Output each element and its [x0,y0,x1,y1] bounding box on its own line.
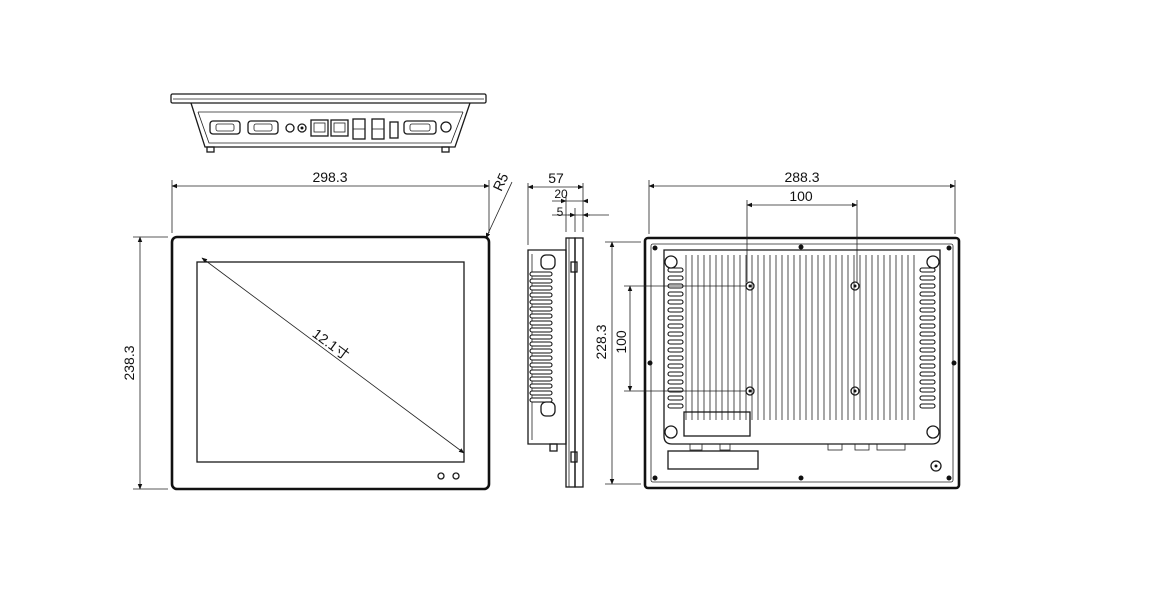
side-fin [919,347,936,353]
side-fin [667,267,684,273]
front-view: 12.1寸 298.3 238.3 R5 [121,169,513,491]
side-fin [919,275,936,281]
heatsink-fin [529,313,553,319]
corner-radius-label: R5 [489,170,511,193]
heatsink-fin [529,341,553,347]
heatsink-fin [529,306,553,312]
side-fin [667,379,684,385]
vesa-vertical-label: 100 [613,330,629,354]
side-fin [919,291,936,297]
heatsink-fin [529,390,553,396]
heatsink-fin [529,369,553,375]
side-fin [919,283,936,289]
back-height-label: 228.3 [593,324,609,359]
heatsink-fin [529,376,553,382]
side-heatsink-fins [529,271,553,403]
side-fin [667,315,684,321]
side-fin [667,275,684,281]
side-fin [667,307,684,313]
side-fin [667,299,684,305]
ground-icon [930,460,942,472]
heatsink-fin [529,327,553,333]
expansion-slot [667,450,759,470]
side-fin [667,371,684,377]
indicator-led-2 [452,472,460,480]
side-fin [919,371,936,377]
side-fin [919,339,936,345]
side-fin [919,403,936,409]
heatsink-fin [529,320,553,326]
heatsink-fin [529,348,553,354]
side-fin [919,267,936,273]
side-fin [919,323,936,329]
front-width-label: 298.3 [312,169,347,185]
side-fin [919,355,936,361]
side-bezel-label: 20 [554,187,568,201]
usb-ports [352,118,385,140]
back-view: 288.3 100 228.3 100 [593,169,961,490]
heatsink-fin [529,383,553,389]
side-fin [919,315,936,321]
back-heatsink-fins [667,255,936,420]
heatsink-fin [529,278,553,284]
vesa-horizontal-label: 100 [789,188,813,204]
lan-port-2 [330,119,349,137]
front-height-label: 238.3 [121,345,137,380]
com-port-1 [209,120,241,135]
heatsink-fin [529,355,553,361]
side-fin [919,379,936,385]
side-fin [667,355,684,361]
side-depth-label: 57 [548,170,564,186]
heatsink-fin [529,334,553,340]
side-fin [919,387,936,393]
vga-port [403,120,437,135]
heatsink-fin [529,285,553,291]
side-fin [667,339,684,345]
heatsink-fin [529,292,553,298]
side-fin [667,395,684,401]
side-fin [667,331,684,337]
diagonal-size-label: 12.1寸 [310,325,353,362]
side-fin [919,307,936,313]
back-width-label: 288.3 [784,169,819,185]
com-port-2 [247,120,279,135]
side-fin [667,291,684,297]
side-fin [919,363,936,369]
label-plate [683,411,751,437]
side-panel-label: 5 [557,205,564,219]
heatsink-fin [529,299,553,305]
side-fin [667,347,684,353]
side-fin [919,331,936,337]
side-fin [667,403,684,409]
side-fin [919,395,936,401]
side-fin [919,299,936,305]
side-fin [667,363,684,369]
heatsink-fin [529,362,553,368]
top-view [170,93,487,153]
indicator-led-1 [437,472,445,480]
side-view: 57 20 5 [527,170,609,488]
side-fin [667,323,684,329]
heatsink-fin [529,397,553,403]
heatsink-fin [529,271,553,277]
lan-port-1 [310,119,329,137]
